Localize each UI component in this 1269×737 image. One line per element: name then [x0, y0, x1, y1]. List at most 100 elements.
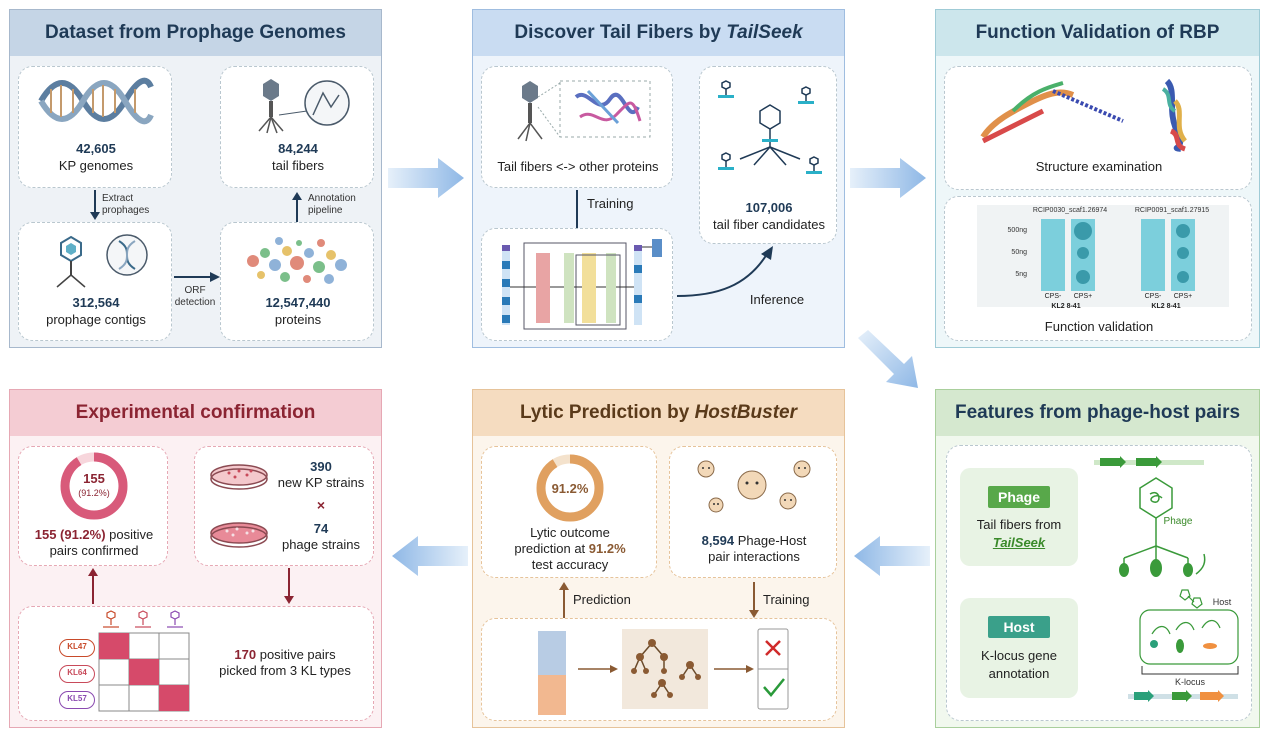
protein-structure-render: [980, 78, 1188, 152]
cps-plus-2: CPS+: [1173, 293, 1193, 300]
phage-candidates-icon: [718, 80, 822, 174]
phage-feature-text-2: TailSeek: [992, 535, 1046, 550]
prophage-contigs-card: 312,564 prophage contigs: [18, 222, 172, 341]
phage-gene-track: [1094, 456, 1204, 468]
lytic-title-prefix: Lytic Prediction by: [520, 402, 695, 423]
cps-plus-1: CPS+: [1073, 293, 1093, 300]
picked-text-1: positive pairs: [256, 647, 336, 662]
accuracy-desc-2a: prediction at: [514, 541, 589, 556]
annotation-label-2: pipeline: [308, 205, 343, 216]
neural-network-diagram: [502, 239, 662, 330]
picked-line-1: 170 positive pairs: [205, 647, 365, 662]
model-card: [481, 618, 837, 721]
host-diagram-tag: Host: [1212, 597, 1232, 607]
donut-number: 155: [83, 471, 105, 486]
sample1-label: RCIP0030_scaf1.26974: [1032, 207, 1108, 214]
bacteria-faces-icon: [697, 460, 811, 513]
pairs-text-1: Phage-Host: [734, 533, 807, 548]
accuracy-donut-label: 91.2%: [551, 481, 589, 496]
flow-arrow-5: [392, 536, 468, 576]
kl-label-1: KL2 8-41: [1051, 303, 1081, 310]
kl47-tag: [59, 639, 95, 657]
prophage-icon: [56, 234, 148, 288]
inference-arrow: [676, 246, 773, 297]
tail-vs-other-card: Tail fibers <-> other proteins: [481, 66, 673, 188]
training-label-lytic: Training: [763, 592, 810, 607]
phage-diagram-icon: [1119, 477, 1206, 577]
extract-label-2: prophages: [102, 205, 150, 216]
kp-strains-number: 390: [310, 459, 332, 474]
confirmation-up-arrow: [88, 568, 98, 604]
orf-label-2: detection: [174, 297, 216, 308]
conc-50-label: 50ng: [1011, 249, 1027, 256]
proteins-label: proteins: [274, 312, 322, 327]
structure-card: Structure examination: [944, 66, 1252, 190]
dna-icon: [38, 77, 154, 125]
annotation-arrow: [292, 192, 302, 222]
picked-line-2: picked from 3 KL types: [219, 663, 351, 678]
kl47-label: KL47: [67, 642, 87, 651]
host-pill: Host: [988, 616, 1050, 638]
prediction-pipeline: [538, 628, 789, 715]
donut-percent: (91.2%): [78, 488, 110, 498]
candidates-label: tail fiber candidates: [712, 217, 825, 232]
kl57-label: KL57: [67, 694, 87, 703]
kl64-tag: [59, 665, 95, 683]
features-title: Features from phage-host pairs: [936, 390, 1259, 436]
annotation-label-1: Annotation: [308, 193, 356, 204]
structure-label: Structure examination: [1035, 159, 1163, 174]
extract-arrow: [90, 190, 100, 220]
prediction-label: Prediction: [573, 592, 631, 607]
flow-arrow-3: [858, 330, 918, 388]
orf-label-1: ORF: [184, 285, 206, 296]
petri-dish-icon-1: [210, 464, 268, 490]
confirmed-donut: [60, 452, 128, 520]
discover-title: Discover Tail Fibers by TailSeek: [473, 10, 844, 56]
confirmed-line-2: pairs confirmed: [49, 543, 139, 558]
pairs-matrix-card: KL47 KL64 KL57 170 positive pairs picked…: [18, 606, 374, 721]
pairs-number: 8,594: [701, 533, 735, 548]
flow-arrow-2: [850, 158, 926, 198]
cps-minus-2: CPS-: [1144, 293, 1162, 300]
protein-molecules-icon: [247, 237, 347, 284]
model-architecture-card: [481, 228, 673, 341]
phage-diagram-tag: Phage: [1163, 516, 1193, 527]
host-feature-box: [960, 598, 1078, 698]
kp-genomes-label: KP genomes: [58, 158, 134, 173]
function-validation-card: RCIP0030_scaf1.26974 RCIP0091_scaf1.2791…: [944, 196, 1252, 341]
lytic-title: Lytic Prediction by HostBuster: [473, 390, 844, 436]
accuracy-card: 91.2% Lytic outcome prediction at 91.2% …: [481, 446, 657, 578]
kl-label-2: KL2 8-41: [1151, 303, 1181, 310]
k-locus-gene-track: [1128, 690, 1238, 702]
strains-down-arrow: [284, 568, 294, 604]
strains-card: 390 new KP strains × 74 phage strains: [194, 446, 374, 566]
tail-fibers-card: 84,244 tail fibers: [220, 66, 374, 188]
proteins-card: 12,547,440 proteins: [220, 222, 374, 341]
cps-minus-1: CPS-: [1044, 293, 1062, 300]
dataset-panel: Dataset from Prophage Genomes 42,605 KP …: [9, 9, 382, 348]
sample2-label: RCIP0091_scaf1.27915: [1134, 207, 1210, 214]
confirmed-text-1: positive: [105, 527, 154, 542]
petri-dish-icon-2: [210, 522, 268, 548]
conc-500-label: 500ng: [1007, 227, 1027, 234]
phage-feature-text-1: Tail fibers from: [976, 517, 1062, 532]
conc-5-label: 5ng: [1015, 271, 1027, 278]
times-symbol: ×: [316, 497, 326, 513]
flow-arrow-4: [854, 536, 930, 576]
tail-vs-other-label: Tail fibers <-> other proteins: [497, 159, 659, 174]
phage-pill: Phage: [988, 486, 1050, 508]
experimental-panel: Experimental confirmation 155 (91.2%) 15…: [9, 389, 382, 728]
phage-magnify-icon: [258, 79, 350, 134]
phage-feature-box: [960, 468, 1078, 566]
confirmed-card: 155 (91.2%) 155 (91.2%) positive pairs c…: [18, 446, 168, 566]
lytic-title-tool: HostBuster: [694, 402, 797, 423]
spot-lanes: [1041, 219, 1195, 291]
features-panel: Features from phage-host pairs Phage Tai…: [935, 389, 1260, 728]
kp-strains-label: new KP strains: [277, 475, 365, 490]
training-label: Training: [587, 196, 634, 211]
prediction-arrow: [559, 582, 569, 618]
rbp-title: Function Validation of RBP: [936, 10, 1259, 56]
accuracy-desc-1: Lytic outcome: [530, 525, 610, 540]
k-locus-bracket: [1141, 666, 1239, 675]
pairs-line-1: 8,594 Phage-Host: [670, 533, 838, 548]
